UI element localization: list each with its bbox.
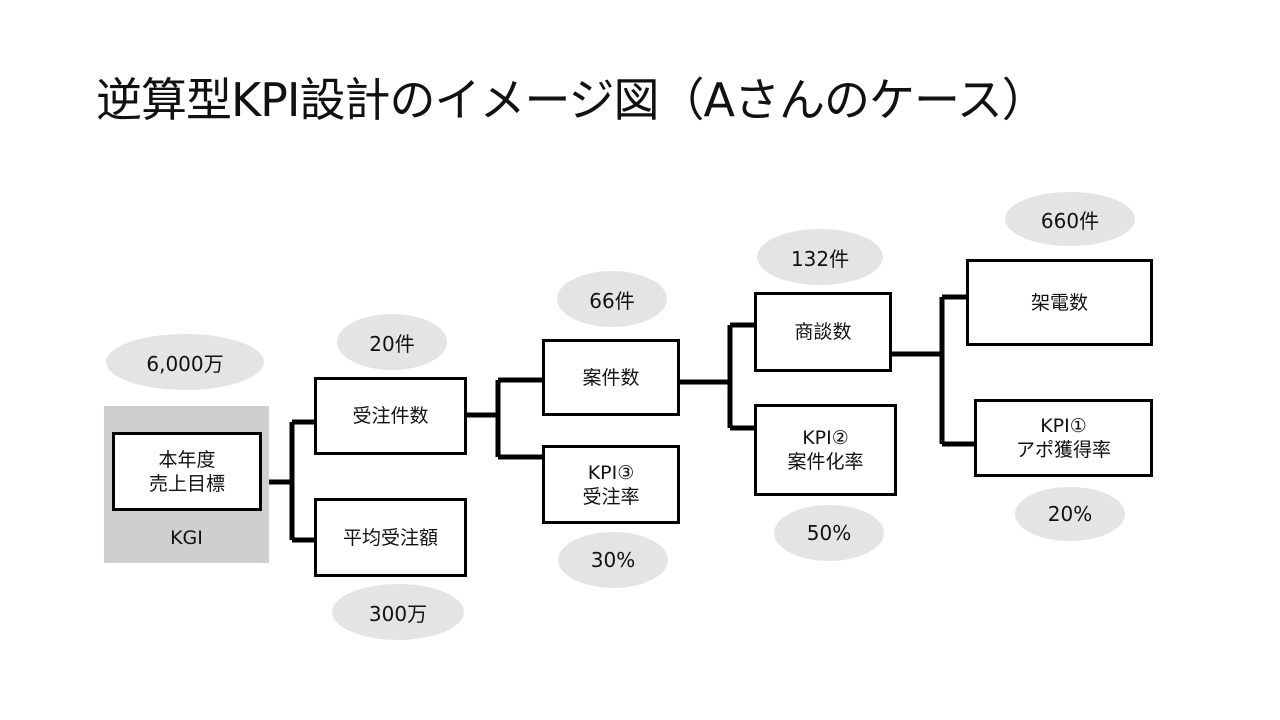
kgi-value-bubble: 6,000万 — [106, 334, 264, 390]
kaden-su-value: 660件 — [1040, 208, 1100, 233]
anken-su-value: 66件 — [589, 288, 635, 313]
kaden-su-value-bubble: 660件 — [1005, 192, 1135, 246]
kpi2-value-bubble: 50% — [774, 505, 884, 561]
kaden-su-box: 架電数 — [966, 259, 1153, 346]
kpi3-title: KPI③ — [587, 461, 635, 484]
heikin-juchugaku-box: 平均受注額 — [314, 498, 467, 577]
kpi2-box: KPI② 案件化率 — [754, 404, 897, 496]
kpi3-value-bubble: 30% — [558, 532, 668, 588]
kpi1-title: KPI① — [1040, 415, 1087, 437]
kpi2-title: KPI② — [802, 427, 849, 449]
heikin-juchugaku-label: 平均受注額 — [342, 526, 438, 549]
connector-kgi — [260, 419, 316, 543]
kaden-su-label: 架電数 — [1030, 291, 1088, 314]
shodan-su-value: 132件 — [790, 246, 850, 271]
heikin-juchugaku-value: 300万 — [368, 601, 428, 626]
kpi1-box: KPI① アポ獲得率 — [974, 399, 1153, 477]
juchu-kensu-box: 受注件数 — [314, 377, 467, 455]
connector-anken — [678, 322, 756, 431]
juchu-kensu-label: 受注件数 — [352, 405, 429, 427]
kpi1-label: アポ獲得率 — [1015, 439, 1111, 461]
kpi3-label: 受注率 — [582, 485, 640, 508]
kgi-box-line2: 売上目標 — [148, 472, 225, 495]
anken-su-box: 案件数 — [542, 339, 680, 416]
anken-su-label: 案件数 — [582, 366, 640, 389]
connector-juchu — [466, 377, 544, 460]
anken-su-value-bubble: 66件 — [557, 271, 667, 327]
heikin-juchugaku-value-bubble: 300万 — [332, 584, 464, 640]
connector-shodan — [890, 294, 976, 447]
kpi2-value: 50% — [806, 521, 852, 545]
kpi2-label: 案件化率 — [787, 451, 864, 473]
kpi1-value-bubble: 20% — [1015, 487, 1125, 541]
kpi3-box: KPI③ 受注率 — [542, 445, 680, 524]
kgi-box-line1: 本年度 — [158, 448, 216, 471]
page-title: 逆算型KPI設計のイメージ図（Aさんのケース） — [96, 73, 1048, 127]
shodan-su-value-bubble: 132件 — [757, 229, 883, 285]
juchu-kensu-value: 20件 — [369, 331, 415, 356]
shodan-su-label: 商談数 — [794, 321, 852, 343]
kgi-value: 6,000万 — [146, 351, 224, 376]
juchu-kensu-value-bubble: 20件 — [337, 314, 447, 370]
kgi-label: KGI — [170, 527, 203, 549]
kpi3-value: 30% — [590, 548, 636, 572]
kgi-box: 本年度 売上目標 — [112, 432, 262, 511]
kpi1-value: 20% — [1047, 502, 1093, 526]
shodan-su-box: 商談数 — [754, 292, 892, 372]
